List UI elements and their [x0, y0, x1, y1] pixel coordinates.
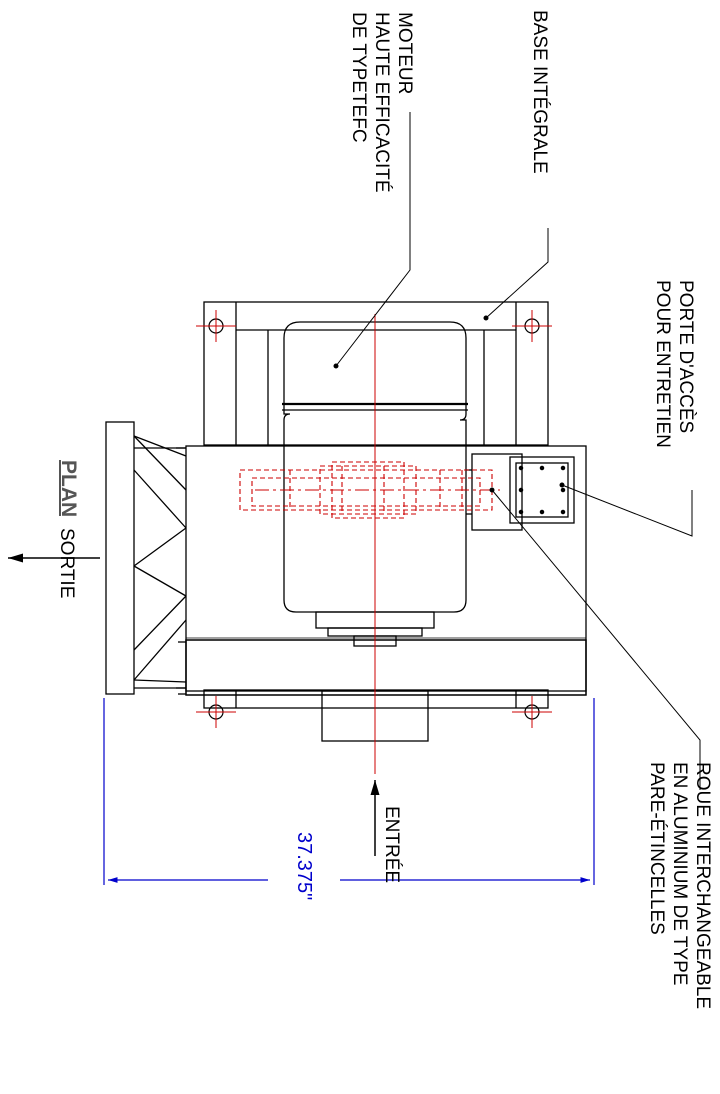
mounting-hole-tr-icon — [512, 310, 552, 342]
integral-base — [203, 301, 549, 709]
label-motor-line1: MOTEUR — [394, 12, 415, 94]
overall-dimension — [103, 698, 595, 885]
centerlines — [255, 314, 500, 774]
leader-lines — [333, 112, 701, 790]
label-motor-line3: DE TYPETEFC — [348, 12, 369, 143]
access-door — [509, 456, 575, 524]
mounting-hole-tl-icon — [196, 310, 236, 342]
label-wheel-line3: PARE-ÉTINCELLES — [646, 762, 667, 935]
housing-body — [176, 445, 587, 692]
label-wheel-line2: EN ALUMINIUM DE TYPE — [669, 762, 690, 985]
mounting-hole-bl-icon — [196, 696, 236, 728]
label-door-line1: PORTE D'ACCÈS — [675, 280, 696, 433]
view-title: PLAN — [57, 460, 80, 517]
label-base: BASE INTÉGRALE — [529, 10, 550, 174]
label-outlet: SORTIE — [56, 528, 77, 598]
outlet-flange — [105, 421, 187, 695]
label-inlet: ENTRÉE — [381, 806, 402, 883]
view-title-text: PLAN — [57, 460, 80, 517]
label-door-line2: POUR ENTRETIEN — [652, 280, 673, 448]
mounting-holes — [196, 310, 552, 728]
mounting-hole-br-icon — [512, 696, 552, 728]
label-motor-line2: HAUTE EFFICACITÉ — [371, 12, 392, 193]
motor — [282, 321, 523, 647]
dimension-value: 37.375" — [293, 832, 315, 900]
label-wheel-line1: ROUE INTERCHANGEABLE — [692, 762, 713, 1009]
